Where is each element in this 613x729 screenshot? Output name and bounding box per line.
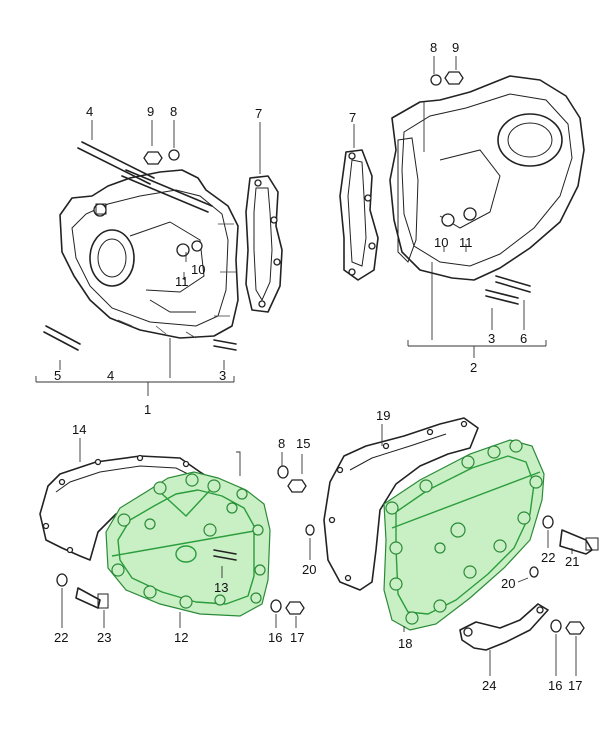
callout-9-left: 9 <box>147 104 154 119</box>
callout-14: 14 <box>72 422 86 437</box>
callout-6: 6 <box>520 331 527 346</box>
callout-9-right: 9 <box>452 40 459 55</box>
callout-10-left: 10 <box>191 262 205 277</box>
callout-8-bottom: 8 <box>278 436 285 451</box>
callout-3-left: 3 <box>219 368 226 383</box>
callout-17-right: 17 <box>568 678 582 693</box>
callout-16-left: 16 <box>268 630 282 645</box>
callout-23: 23 <box>97 630 111 645</box>
callout-21: 21 <box>565 554 579 569</box>
right-housing-assembly <box>389 56 585 358</box>
callout-19: 19 <box>376 408 390 423</box>
right-housing-body <box>389 75 585 281</box>
callout-8-left: 8 <box>170 104 177 119</box>
callout-17-left: 17 <box>290 630 304 645</box>
callout-7-left: 7 <box>255 106 262 121</box>
callout-4-top: 4 <box>86 104 93 119</box>
callout-3-right: 3 <box>488 331 495 346</box>
bracket-24 <box>459 603 549 651</box>
callout-7-right: 7 <box>349 110 356 125</box>
callout-20-left: 20 <box>302 562 316 577</box>
gasket-7-left <box>245 122 283 313</box>
left-housing-body <box>59 169 239 339</box>
callout-12: 12 <box>174 630 188 645</box>
left-housing-assembly <box>35 120 239 396</box>
callout-10-right: 10 <box>434 235 448 250</box>
right-cover-assembly <box>323 417 599 676</box>
callout-2: 2 <box>470 360 477 375</box>
callout-24: 24 <box>482 678 496 693</box>
callout-22-right: 22 <box>541 550 555 565</box>
callout-5: 5 <box>54 368 61 383</box>
callout-11-left: 11 <box>175 274 189 289</box>
nut-9-left <box>143 151 163 165</box>
callout-20-right: 20 <box>501 576 515 591</box>
callout-18: 18 <box>398 636 412 651</box>
callout-1: 1 <box>144 402 151 417</box>
callout-16-right: 16 <box>548 678 562 693</box>
left-cover-assembly <box>39 438 315 628</box>
callout-22-left: 22 <box>54 630 68 645</box>
callout-15: 15 <box>296 436 310 451</box>
callout-labels: 4 9 8 7 10 11 5 4 3 1 8 9 7 10 11 3 6 2 … <box>54 40 582 693</box>
gasket-7-right <box>339 124 379 281</box>
gasket-19 <box>323 417 479 591</box>
callout-13: 13 <box>214 580 228 595</box>
callout-4-bottom: 4 <box>107 368 114 383</box>
callout-11-right: 11 <box>459 235 473 250</box>
callout-8-right: 8 <box>430 40 437 55</box>
